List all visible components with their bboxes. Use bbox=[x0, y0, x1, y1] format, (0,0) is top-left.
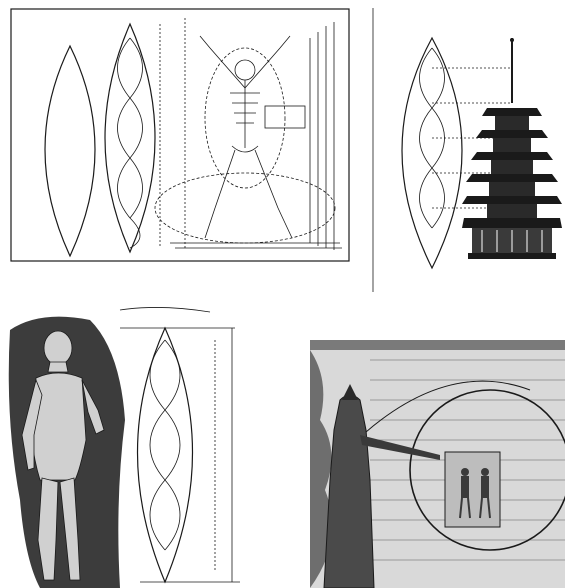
pagoda-icon bbox=[462, 38, 562, 259]
skeleton-drawing bbox=[10, 8, 350, 262]
pagoda-drawing bbox=[372, 8, 562, 292]
panel-engraving-wall bbox=[310, 340, 565, 588]
panel-statue-diagram bbox=[0, 300, 250, 588]
statue-drawing bbox=[0, 300, 250, 588]
panel-pagoda-diagram bbox=[372, 8, 562, 292]
engraving-drawing bbox=[310, 340, 565, 588]
panel-skeleton-diagram bbox=[10, 8, 350, 262]
